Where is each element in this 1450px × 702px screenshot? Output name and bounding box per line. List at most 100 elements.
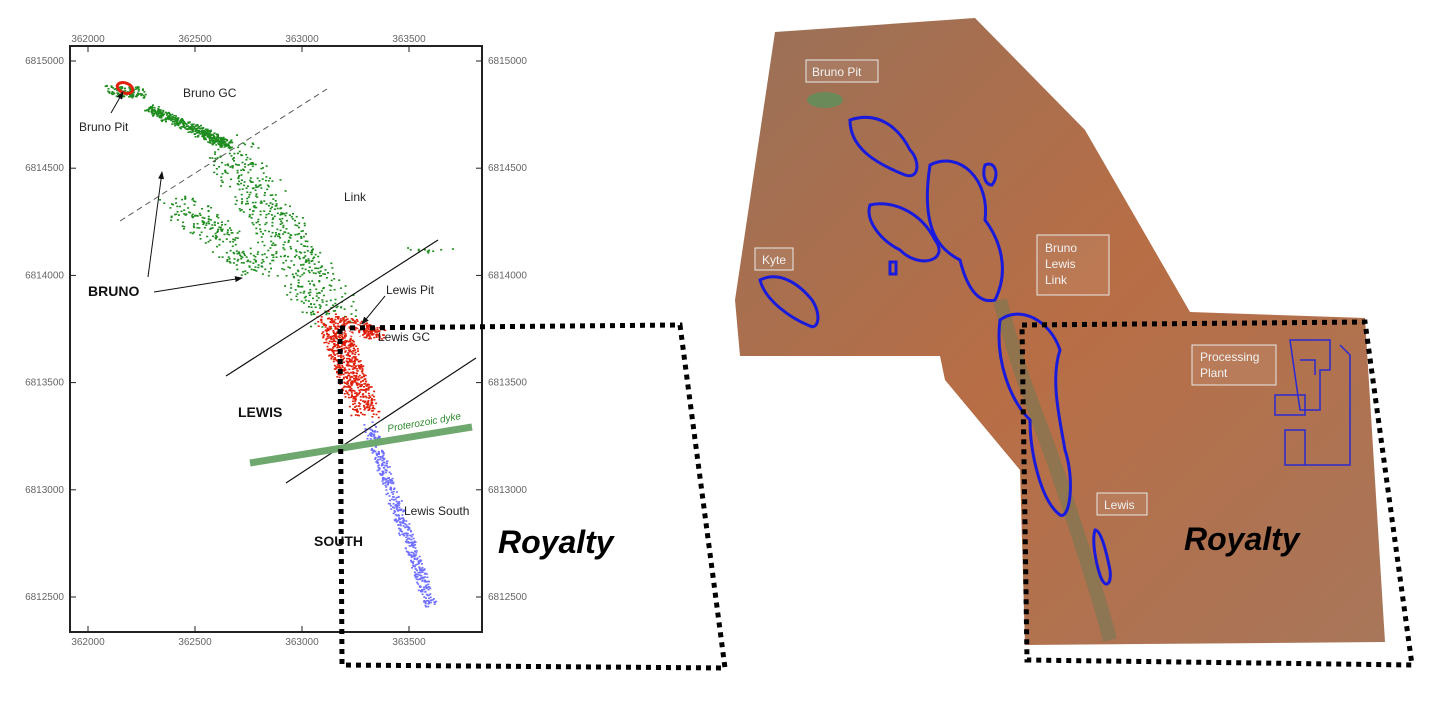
link-point <box>291 273 294 276</box>
bruno-gc-point <box>197 135 200 138</box>
link-point <box>295 254 298 257</box>
lewis-south-point <box>388 466 391 468</box>
link-point <box>325 304 328 306</box>
link-point <box>252 210 255 212</box>
link-point <box>250 268 253 271</box>
link-point <box>283 231 286 233</box>
lewis-point <box>320 321 323 324</box>
bruno-pit-point <box>113 88 116 91</box>
link-point <box>271 203 274 205</box>
bruno-pit-point <box>116 89 119 92</box>
bruno-gc-point <box>222 136 225 139</box>
lewis-point <box>336 337 339 340</box>
link-point <box>294 289 297 291</box>
link-point <box>284 254 286 257</box>
lewis-point <box>368 337 371 340</box>
link-point <box>221 172 224 175</box>
lewis-point <box>330 357 333 360</box>
label-lewis-south: Lewis South <box>404 504 469 518</box>
lewis-point <box>336 316 339 318</box>
link-point <box>235 250 238 252</box>
lewis-south-point <box>387 481 390 484</box>
bruno-gc-point <box>157 111 160 113</box>
link-point <box>285 228 288 230</box>
lewis-south-point <box>400 500 403 502</box>
link-point <box>296 233 299 236</box>
bruno-pit-point <box>130 94 133 97</box>
bruno-gc-point <box>211 143 214 146</box>
link-point <box>192 200 195 202</box>
link-point <box>295 215 298 218</box>
lewis-south-point <box>407 551 410 554</box>
link-point <box>263 244 266 247</box>
link-point <box>249 181 252 183</box>
lewis-south-point <box>388 495 391 497</box>
link-point <box>272 242 275 244</box>
lewis-south-point <box>410 555 413 558</box>
link-point <box>259 230 262 233</box>
link-point <box>249 191 252 194</box>
lewis-point <box>334 349 337 352</box>
link-point <box>257 264 260 266</box>
link-point <box>263 210 266 212</box>
link-point <box>189 231 192 234</box>
link-point <box>301 273 304 276</box>
lewis-point <box>358 378 361 381</box>
link-point <box>270 214 273 216</box>
bruno-gc-point <box>211 137 214 140</box>
lewis-point <box>361 367 364 370</box>
lewis-south-point <box>377 466 380 469</box>
lewis-point <box>350 371 353 374</box>
lewis-point <box>336 371 338 374</box>
link-point <box>248 215 251 218</box>
bruno-gc-point <box>159 112 162 114</box>
link-point <box>171 203 173 205</box>
lewis-point <box>363 408 366 411</box>
link-point <box>240 182 243 185</box>
bruno-gc-point <box>209 139 211 142</box>
lewis-south-point <box>405 534 408 536</box>
link-point <box>257 185 260 188</box>
bruno-pit-point <box>134 86 137 89</box>
lewis-south-point <box>382 482 385 484</box>
label-lewis-gc: Lewis GC <box>378 330 430 344</box>
link-point <box>333 288 336 291</box>
link-point <box>260 167 263 170</box>
bruno-gc-point <box>173 114 176 117</box>
lewis-point <box>356 408 358 411</box>
link-point <box>277 235 280 238</box>
bruno-gc-point <box>208 134 211 136</box>
link-point <box>263 194 266 197</box>
lewis-south-point <box>410 554 413 556</box>
bruno-pit-point <box>115 88 117 90</box>
lewis-south-point <box>398 534 401 536</box>
link-point <box>289 233 292 236</box>
link-point <box>201 208 204 210</box>
lewis-point <box>355 368 358 370</box>
link-point <box>306 250 309 252</box>
link-point <box>300 300 303 303</box>
link-point <box>226 172 229 175</box>
bruno-gc-point <box>227 147 230 149</box>
link-point <box>269 262 272 265</box>
bruno-gc-point <box>217 138 220 141</box>
bruno-gc-point <box>212 135 215 137</box>
lewis-south-point <box>429 596 432 599</box>
lewis-point <box>359 366 362 368</box>
bruno-gc-point <box>226 139 229 141</box>
lewis-point <box>329 320 332 323</box>
link-point <box>310 325 312 328</box>
bruno-gc-point <box>219 138 222 141</box>
lewis-point <box>344 341 347 344</box>
link-point <box>272 256 275 259</box>
lewis-point <box>332 351 335 354</box>
link-point <box>256 186 258 188</box>
link-point <box>338 279 341 281</box>
lewis-point <box>346 372 349 374</box>
link-point <box>267 180 270 182</box>
lewis-south-point <box>412 546 415 548</box>
link-point <box>256 253 259 255</box>
bruno-gc-point <box>178 122 181 124</box>
bruno-pit-point <box>111 91 114 93</box>
